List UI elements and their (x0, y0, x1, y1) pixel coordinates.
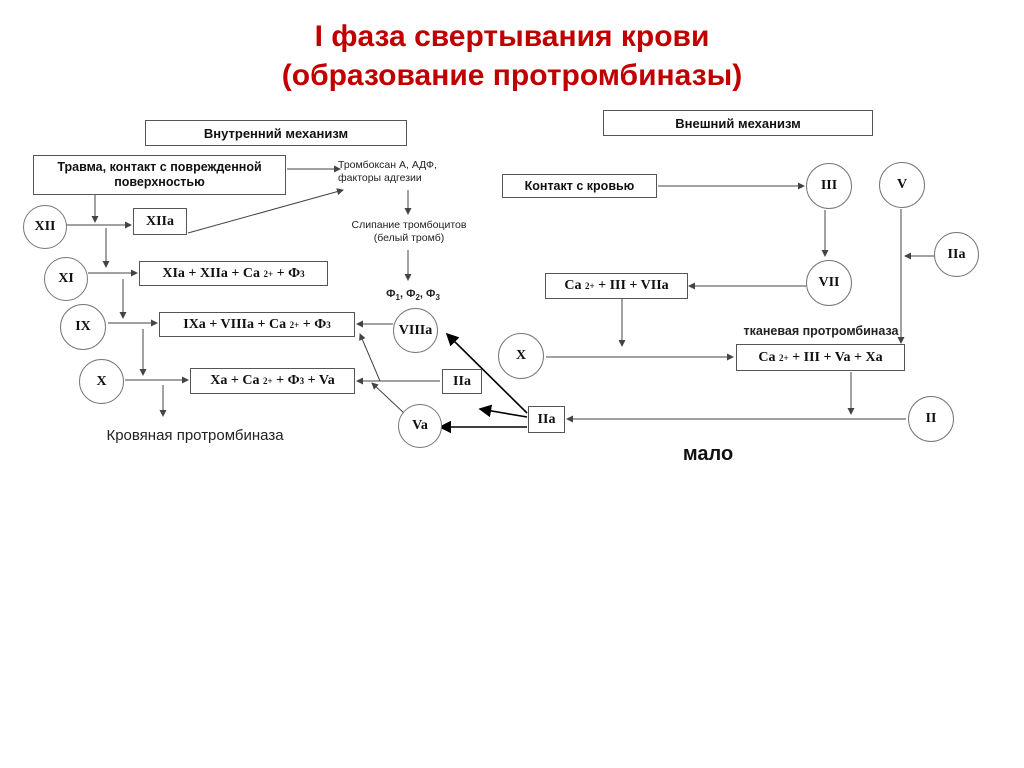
factor-xi-circle: XI (44, 257, 88, 301)
phi-factors-label: Ф1, Ф2, Ф3 (386, 288, 440, 303)
factor-x-circle: X (79, 359, 124, 404)
factor-xii-circle: XII (23, 205, 67, 249)
trauma-box: Травма, контакт с поврежденной поверхнос… (33, 155, 286, 195)
tissue-prothrombinase-box: Ca 2+ + III + Va + Xa (736, 344, 905, 371)
factor-v-circle: V (879, 162, 925, 208)
factor-x-circle-extrinsic: X (498, 333, 544, 379)
factor-va-circle: Va (398, 404, 442, 448)
arrow-xiia-to-platelets (187, 188, 344, 234)
factor-iia-box-center: IIa (528, 406, 565, 433)
factor-ix-circle: IX (60, 304, 106, 350)
blood-prothrombinase-label: Кровяная протромбиназа (106, 427, 284, 444)
blood-contact-box: Контакт с кровью (502, 174, 657, 198)
intrinsic-mechanism-header: Внутренний механизм (145, 120, 407, 146)
platelet-aggregation-label: Слипание тромбоцитов (белый тромб) (351, 219, 467, 244)
viia-reaction-box: Ca 2+ + III + VIIa (545, 273, 688, 299)
arrow-iia-to-viiia (445, 332, 528, 414)
little-label: мало (682, 443, 734, 465)
platelet-factors-label: Тромбоксан А, АДФ, факторы адгезии (338, 159, 437, 184)
arrow-iia-to-va-upper (478, 404, 528, 418)
factor-iii-circle: III (806, 163, 852, 209)
extrinsic-mechanism-header: Внешний механизм (603, 110, 873, 136)
factor-iia-circle-extrinsic: IIa (934, 232, 979, 277)
tissue-prothrombinase-label: тканевая протромбиназа (743, 324, 899, 338)
factor-viiia-circle: VIIIa (393, 308, 438, 353)
page-title-line-1: I фаза свертывания крови (314, 20, 710, 53)
factor-vii-circle: VII (806, 260, 852, 306)
page-title-line-2: (образование протромбиназы) (281, 59, 743, 92)
arrow-va-to-xa (371, 382, 406, 415)
factor-xiia-box: XIIa (133, 208, 187, 235)
factor-iia-box-intrinsic: IIa (442, 369, 482, 394)
arrow-iia-to-viiia-reaction (359, 333, 381, 382)
factor-ii-circle: II (908, 396, 954, 442)
